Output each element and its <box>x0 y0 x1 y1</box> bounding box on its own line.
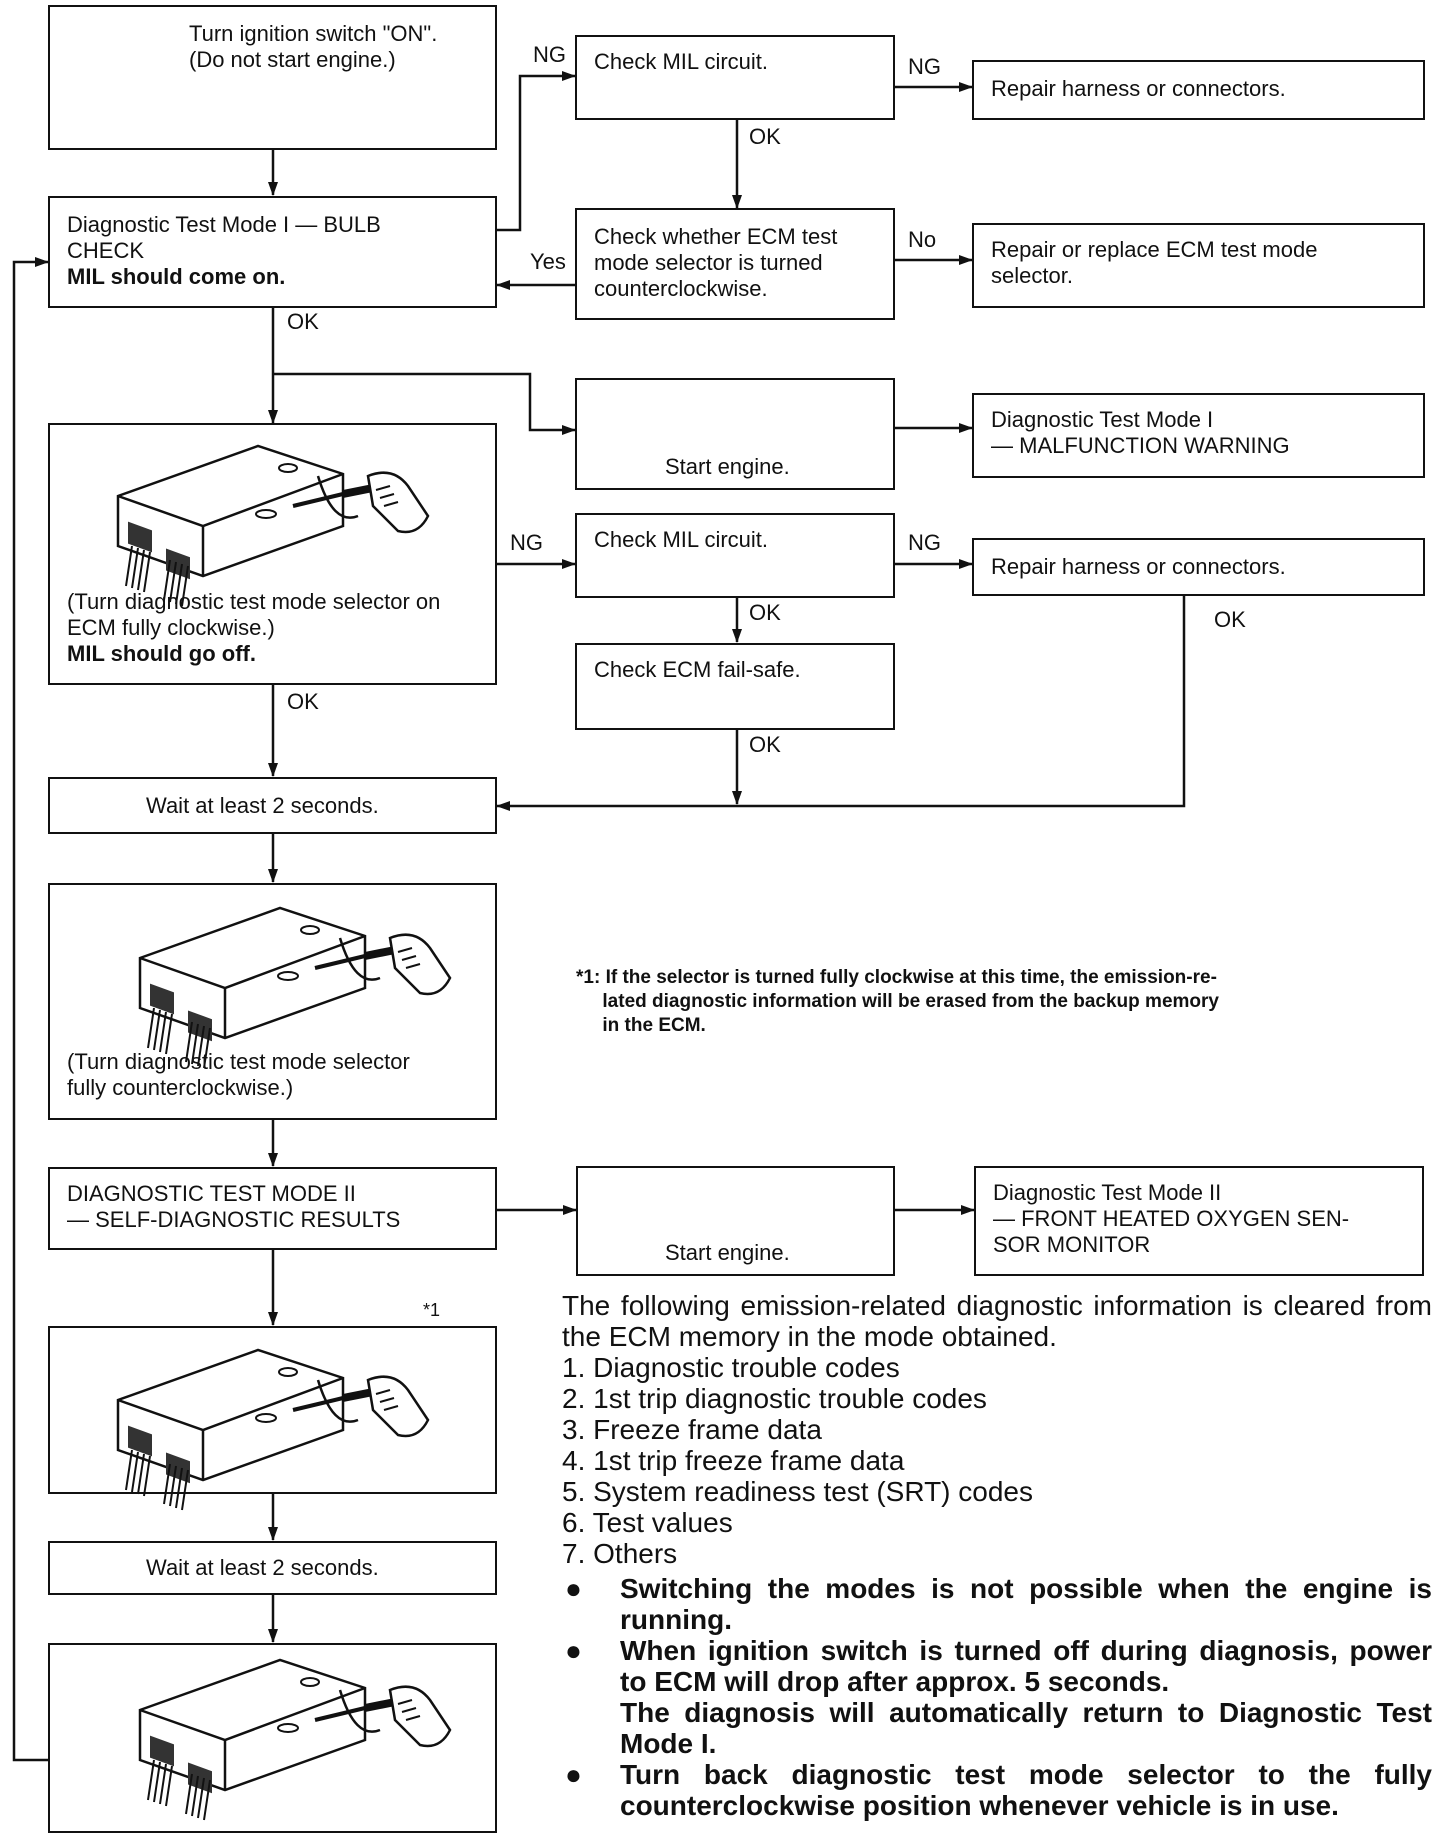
box-oxygen-sensor-monitor: Diagnostic Test Mode II — FRONT HEATED O… <box>974 1166 1424 1276</box>
label-yes: Yes <box>530 249 566 274</box>
box-start-engine-1-text: Start engine. <box>665 454 790 479</box>
label-ok-6: OK <box>749 732 781 757</box>
note-bullet-1: ● Switching the modes is not possible wh… <box>562 1573 1432 1635</box>
box-check-mil-circuit-2-text: Check MIL circuit. <box>594 527 769 552</box>
box-start-engine-1: Start engine. <box>575 378 895 490</box>
box-check-selector: Check whether ECM test mode selector is … <box>575 208 895 320</box>
label-ng-4: NG <box>908 530 941 555</box>
box-selector-illustration-4 <box>48 1643 497 1833</box>
box-selector-illustration-3 <box>48 1326 497 1494</box>
cleared-info-item-7: 7. Others <box>562 1538 678 1569</box>
cleared-info-item-1: 1. Diagnostic trouble codes <box>562 1352 900 1383</box>
box-check-mil-circuit-2: Check MIL circuit. <box>575 513 895 598</box>
bullet-dot-icon: ● <box>565 1635 582 1666</box>
box-start-engine-2-text: Start engine. <box>665 1240 790 1265</box>
label-ok-2: OK <box>287 309 319 334</box>
arrow-b2-b7 <box>273 372 576 435</box>
box-wait-2s-2-text: Wait at least 2 seconds. <box>146 1555 379 1580</box>
note-bullet-1-text: Switching the modes is not possible when… <box>620 1573 1432 1635</box>
box-test-mode-2-text: DIAGNOSTIC TEST MODE II — SELF-DIAGNOSTI… <box>67 1181 401 1232</box>
box-malfunction-warning: Diagnostic Test Mode I — MALFUNCTION WAR… <box>972 393 1425 478</box>
box-check-fail-safe: Check ECM fail-safe. <box>575 643 895 730</box>
box-check-selector-text: Check whether ECM test mode selector is … <box>594 224 838 301</box>
box-repair-harness-1-text: Repair harness or connectors. <box>991 76 1286 101</box>
box-check-fail-safe-text: Check ECM fail-safe. <box>594 657 801 682</box>
box-selector-clockwise-text: (Turn diagnostic test mode selector on E… <box>67 589 441 640</box>
note-bullet-2: ● When ignition switch is turned off dur… <box>562 1635 1432 1759</box>
label-ok-4: OK <box>1214 607 1246 632</box>
box-repair-harness-2: Repair harness or connectors. <box>972 538 1425 596</box>
arrow-b11-b13 <box>496 596 1186 811</box>
cleared-info-list: The following emission-related diagnosti… <box>562 1290 1432 1821</box>
label-ok-5: OK <box>287 689 319 714</box>
box-selector-clockwise: (Turn diagnostic test mode selector on E… <box>48 423 497 685</box>
box-bulb-check: Diagnostic Test Mode I — BULB CHECK MIL … <box>48 196 497 308</box>
label-ng-2: NG <box>908 54 941 79</box>
box-bulb-check-text: Diagnostic Test Mode I — BULB CHECK <box>67 212 381 263</box>
box-repair-harness-2-text: Repair harness or connectors. <box>991 554 1286 579</box>
box-test-mode-2: DIAGNOSTIC TEST MODE II — SELF-DIAGNOSTI… <box>48 1167 497 1250</box>
cleared-info-item-4: 4. 1st trip freeze frame data <box>562 1445 905 1476</box>
label-no: No <box>908 227 937 252</box>
box-wait-2s-2: Wait at least 2 seconds. <box>48 1541 497 1595</box>
box-selector-counterclockwise-text: (Turn diagnostic test mode selector full… <box>67 1049 410 1100</box>
note-bullet-3-text: Turn back diagnostic test mode selector … <box>620 1759 1432 1821</box>
box-bulb-check-bold: MIL should come on. <box>67 264 286 289</box>
box-malfunction-warning-text: Diagnostic Test Mode I — MALFUNCTION WAR… <box>991 407 1290 458</box>
cleared-info-intro: The following emission-related diagnosti… <box>562 1290 1432 1352</box>
box-repair-selector-text: Repair or replace ECM test mode selector… <box>991 237 1318 288</box>
note-bullet-2-text: When ignition switch is turned off durin… <box>620 1635 1432 1759</box>
bullet-dot-icon: ● <box>565 1759 582 1790</box>
cleared-info-item-5: 5. System readiness test (SRT) codes <box>562 1476 1033 1507</box>
label-ok-1: OK <box>749 124 781 149</box>
box-selector-counterclockwise: (Turn diagnostic test mode selector full… <box>48 883 497 1120</box>
label-ng-1: NG <box>533 42 566 67</box>
note-bullet-3: ● Turn back diagnostic test mode selecto… <box>562 1759 1432 1821</box>
bullet-dot-icon: ● <box>565 1573 582 1604</box>
label-ng-3: NG <box>510 530 543 555</box>
box-repair-harness-1: Repair harness or connectors. <box>972 60 1425 120</box>
box-start-engine-2: Start engine. <box>576 1166 895 1276</box>
box-selector-clockwise-bold: MIL should go off. <box>67 641 256 666</box>
arrow-loop-return <box>12 257 49 1762</box>
box-oxygen-sensor-monitor-text: Diagnostic Test Mode II — FRONT HEATED O… <box>993 1180 1350 1257</box>
label-footnote-marker: *1 <box>423 1300 441 1320</box>
box-ignition-on: Turn ignition switch "ON". (Do not start… <box>48 5 497 150</box>
cleared-info-item-6: 6. Test values <box>562 1507 733 1538</box>
label-ok-3: OK <box>749 600 781 625</box>
cleared-info-item-2: 2. 1st trip diagnostic trouble codes <box>562 1383 987 1414</box>
box-check-mil-circuit-1-text: Check MIL circuit. <box>594 49 769 74</box>
cleared-info-item-3: 3. Freeze frame data <box>562 1414 822 1445</box>
box-ignition-on-text: Turn ignition switch "ON". (Do not start… <box>189 21 438 72</box>
box-wait-2s-1-text: Wait at least 2 seconds. <box>146 793 379 818</box>
footnote-erase-warning: *1: If the selector is turned fully cloc… <box>576 967 1219 1036</box>
box-wait-2s-1: Wait at least 2 seconds. <box>48 777 497 834</box>
box-repair-selector: Repair or replace ECM test mode selector… <box>972 223 1425 308</box>
arrow-b2-b3 <box>497 71 576 232</box>
box-check-mil-circuit-1: Check MIL circuit. <box>575 35 895 120</box>
